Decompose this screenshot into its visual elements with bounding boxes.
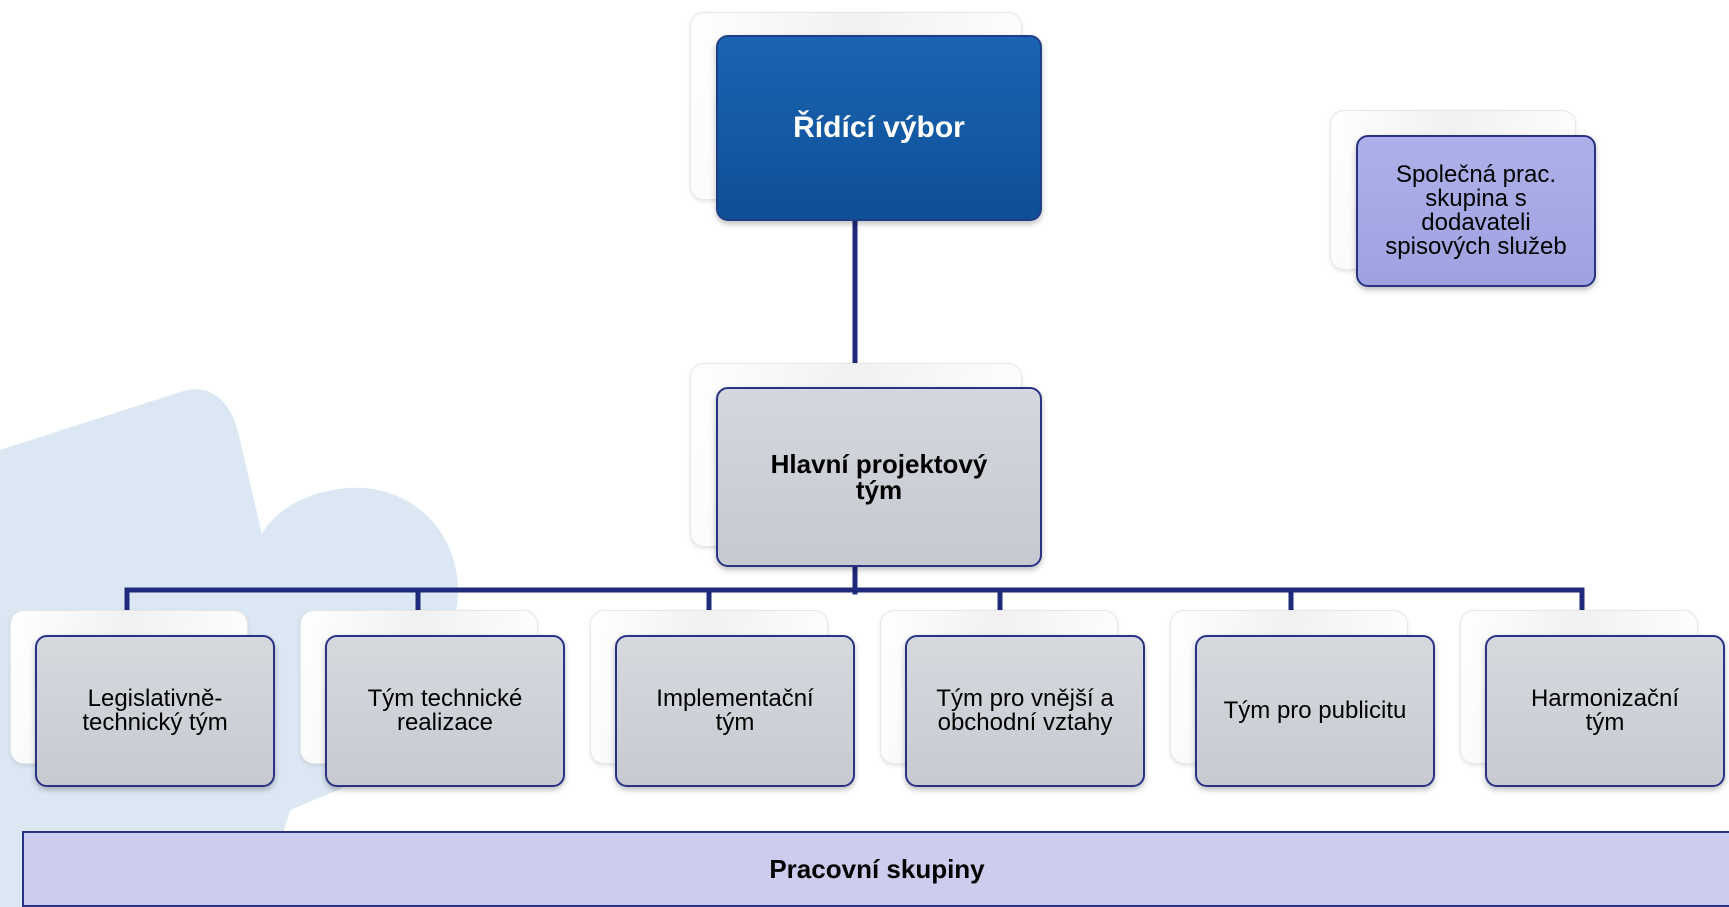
team-label-implementation: Implementační tým	[656, 685, 814, 736]
steering-committee-label: Řídící výbor	[793, 111, 965, 144]
team-node-harmonization: Harmonizační tým	[1485, 635, 1725, 787]
team-node-legislative: Legislativně- technický tým	[35, 635, 275, 787]
team-label-technical: Tým technické realizace	[367, 685, 523, 736]
working-groups-bar: Pracovní skupiny	[22, 831, 1729, 907]
team-label-legislative: Legislativně- technický tým	[82, 685, 228, 736]
joint-working-group-label: Společná prac. skupina s dodavateli spis…	[1385, 161, 1567, 260]
main-project-team-label: Hlavní projektový tým	[770, 449, 988, 505]
working-groups-label: Pracovní skupiny	[769, 853, 985, 884]
team-label-relations: Tým pro vnější a obchodní vztahy	[936, 685, 1114, 736]
team-node-technical: Tým technické realizace	[325, 635, 565, 787]
team-label-harmonization: Harmonizační tým	[1530, 685, 1680, 736]
team-node-publicity: Tým pro publicitu	[1195, 635, 1435, 787]
team-label-publicity: Tým pro publicitu	[1223, 697, 1407, 724]
team-node-implementation: Implementační tým	[615, 635, 855, 787]
steering-committee-node: Řídící výbor	[716, 35, 1042, 221]
main-project-team-node: Hlavní projektový tým	[716, 387, 1042, 567]
team-node-relations: Tým pro vnější a obchodní vztahy	[905, 635, 1145, 787]
joint-working-group-node: Společná prac. skupina s dodavateli spis…	[1356, 135, 1596, 287]
